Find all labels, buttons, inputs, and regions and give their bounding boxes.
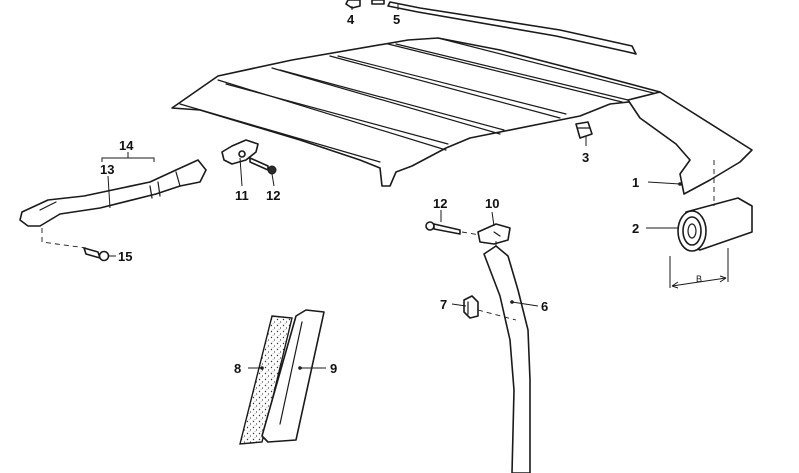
callout-13: 13 xyxy=(100,162,114,177)
leader-lines xyxy=(101,4,682,370)
callout-4: 4 xyxy=(347,12,355,27)
hardtop-roof xyxy=(171,37,753,195)
callout-15: 15 xyxy=(118,249,132,264)
callout-5: 5 xyxy=(393,12,400,27)
roof-clip-part-3 xyxy=(575,121,593,139)
callout-14: 14 xyxy=(119,138,134,153)
top-trim-strip xyxy=(371,0,637,55)
dimension-label-b: B xyxy=(696,274,702,284)
clip-part-4 xyxy=(345,0,361,9)
trim-strip-part-9 xyxy=(261,309,325,443)
callout-6: 6 xyxy=(541,299,548,314)
hinge-bracket-11 xyxy=(221,139,259,165)
callout-10: 10 xyxy=(485,196,499,211)
callout-3: 3 xyxy=(582,150,589,165)
callout-1: 1 xyxy=(632,175,639,190)
callout-labels: 4 5 1 2 3 14 13 15 11 12 12 10 7 6 8 9 B xyxy=(100,12,702,376)
grab-handle xyxy=(19,159,207,227)
pillar-trim-part-6 xyxy=(483,245,531,473)
clip-part-7 xyxy=(463,295,479,319)
callout-12-top: 12 xyxy=(266,188,280,203)
cover-roll-part-2 xyxy=(669,197,753,289)
screw-12-top xyxy=(249,157,277,175)
clip-part-10 xyxy=(477,223,511,245)
callout-7: 7 xyxy=(440,297,447,312)
callout-2: 2 xyxy=(632,221,639,236)
callout-12-right: 12 xyxy=(433,196,447,211)
handle-screw-15 xyxy=(83,247,110,262)
callout-9: 9 xyxy=(330,361,337,376)
callout-11: 11 xyxy=(235,188,249,203)
seal-strip-part-8 xyxy=(239,315,293,445)
screw-12-right xyxy=(425,221,461,235)
callout-8: 8 xyxy=(234,361,241,376)
